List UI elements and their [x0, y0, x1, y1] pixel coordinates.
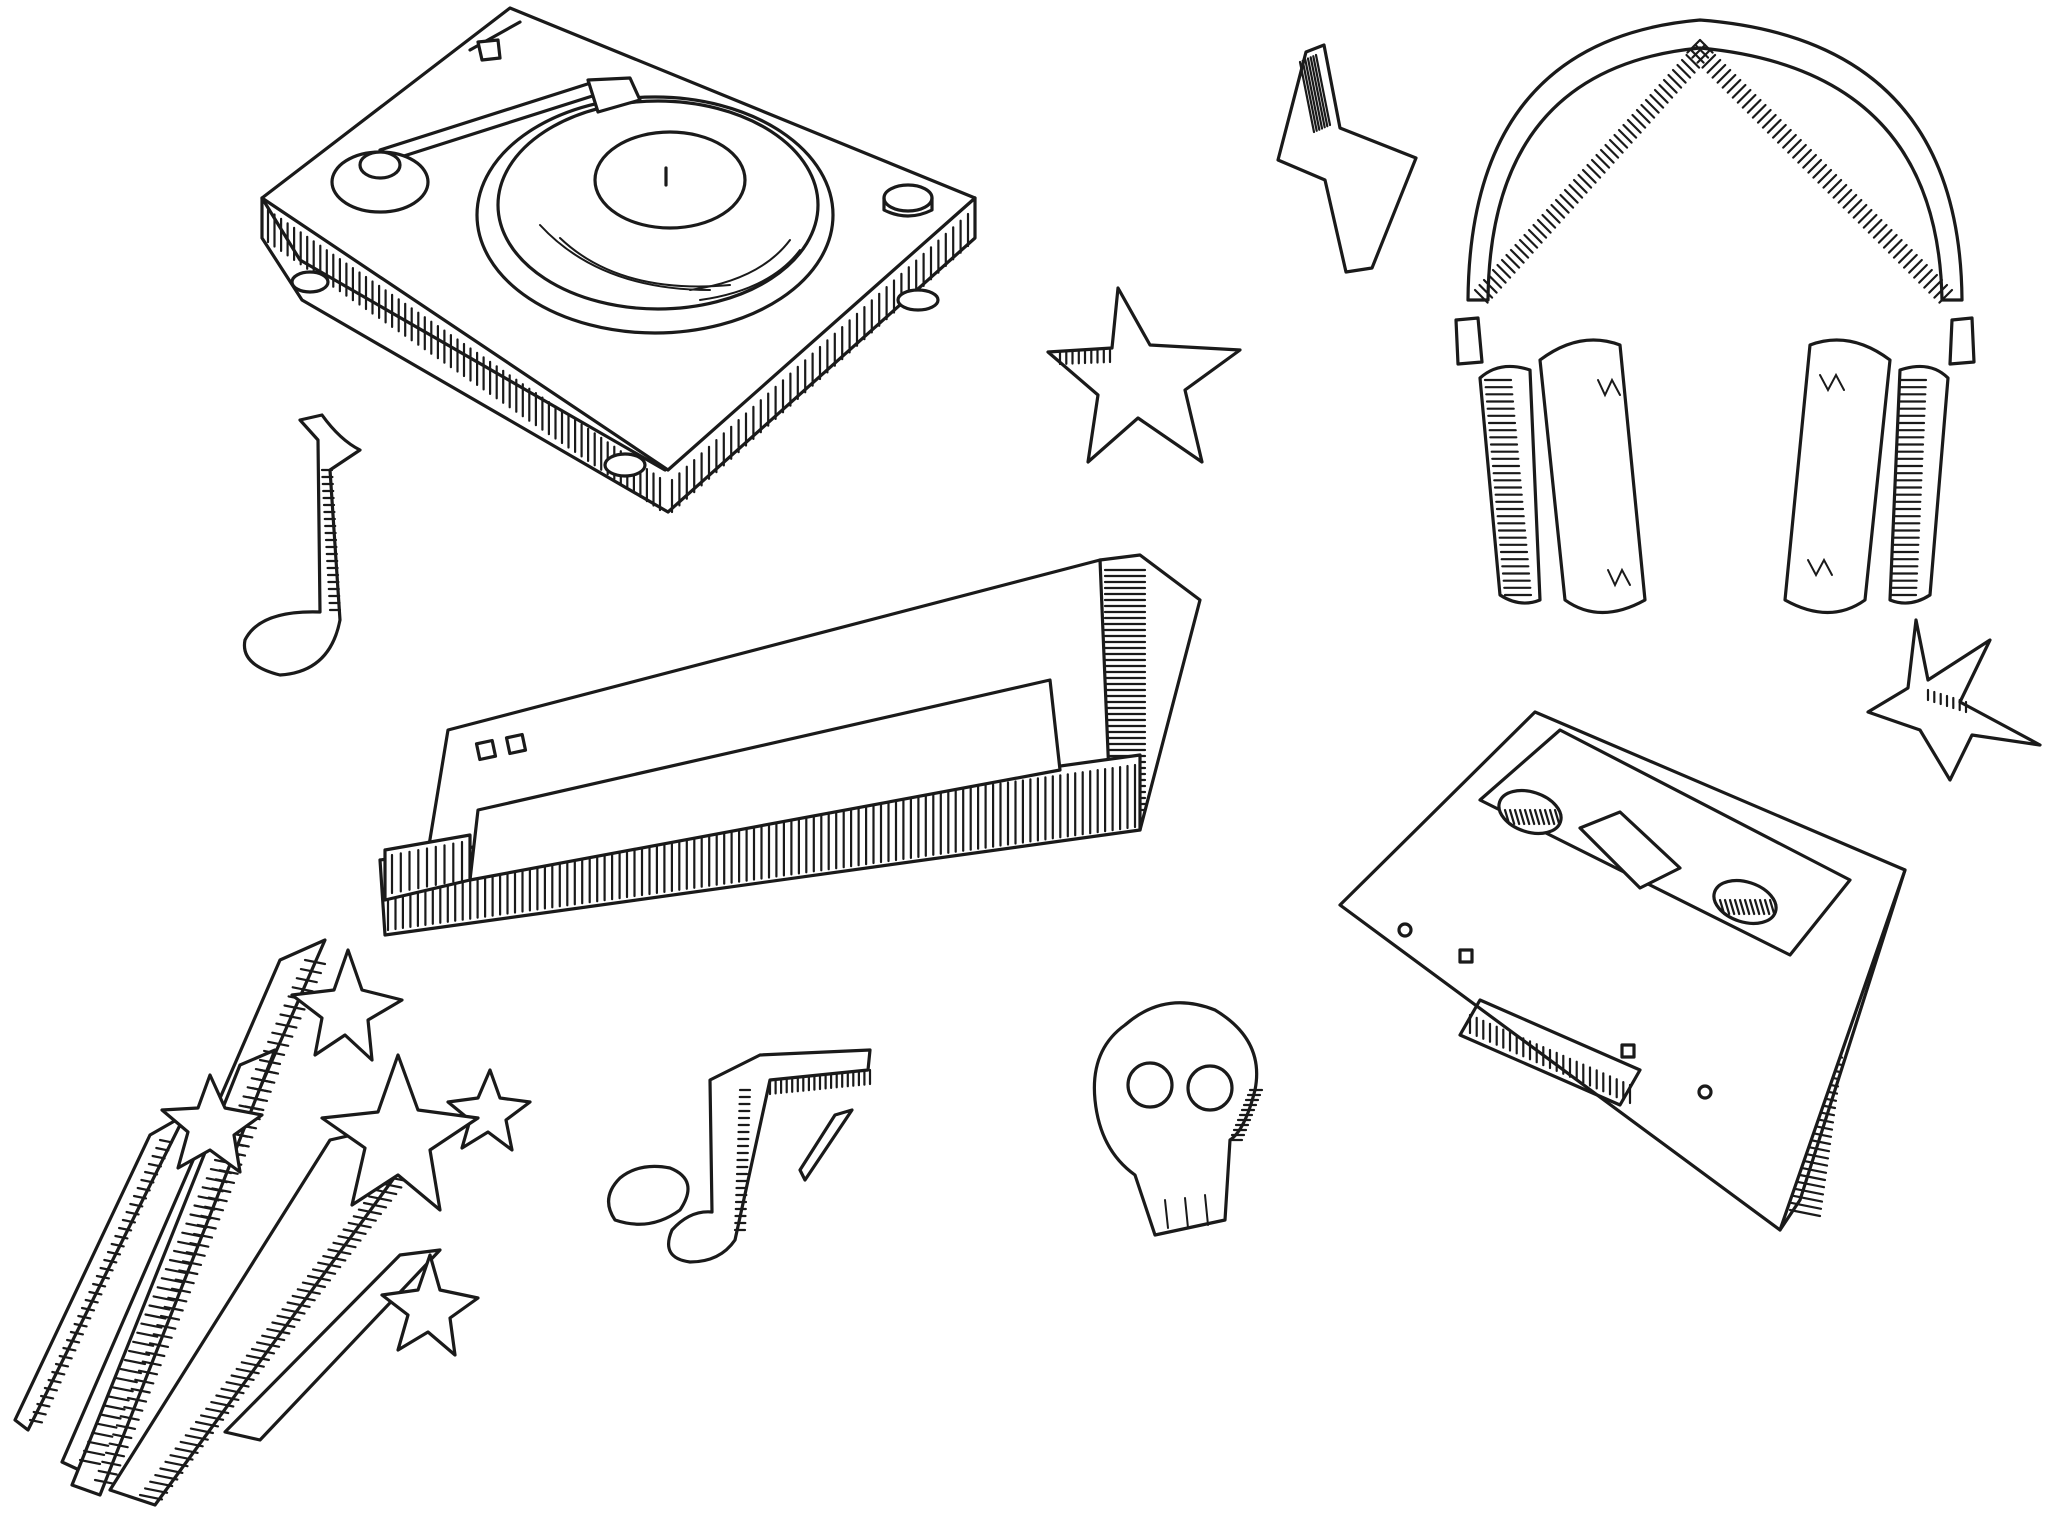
- keyboard-synth-icon: [378, 553, 1202, 937]
- shooting-stars-icon: [13, 938, 532, 1507]
- headphones-icon: [1454, 18, 1976, 615]
- lightning-bolt-icon: [1276, 43, 1418, 274]
- cassette-tape-icon: [1338, 710, 1907, 1232]
- beamed-notes-icon: [607, 1048, 872, 1264]
- skull-icon: [1092, 1001, 1264, 1237]
- star-icon: [1866, 618, 2042, 782]
- star-icon: [1046, 286, 1242, 464]
- turntable-icon: [260, 6, 977, 514]
- music-note-icon: [242, 413, 362, 677]
